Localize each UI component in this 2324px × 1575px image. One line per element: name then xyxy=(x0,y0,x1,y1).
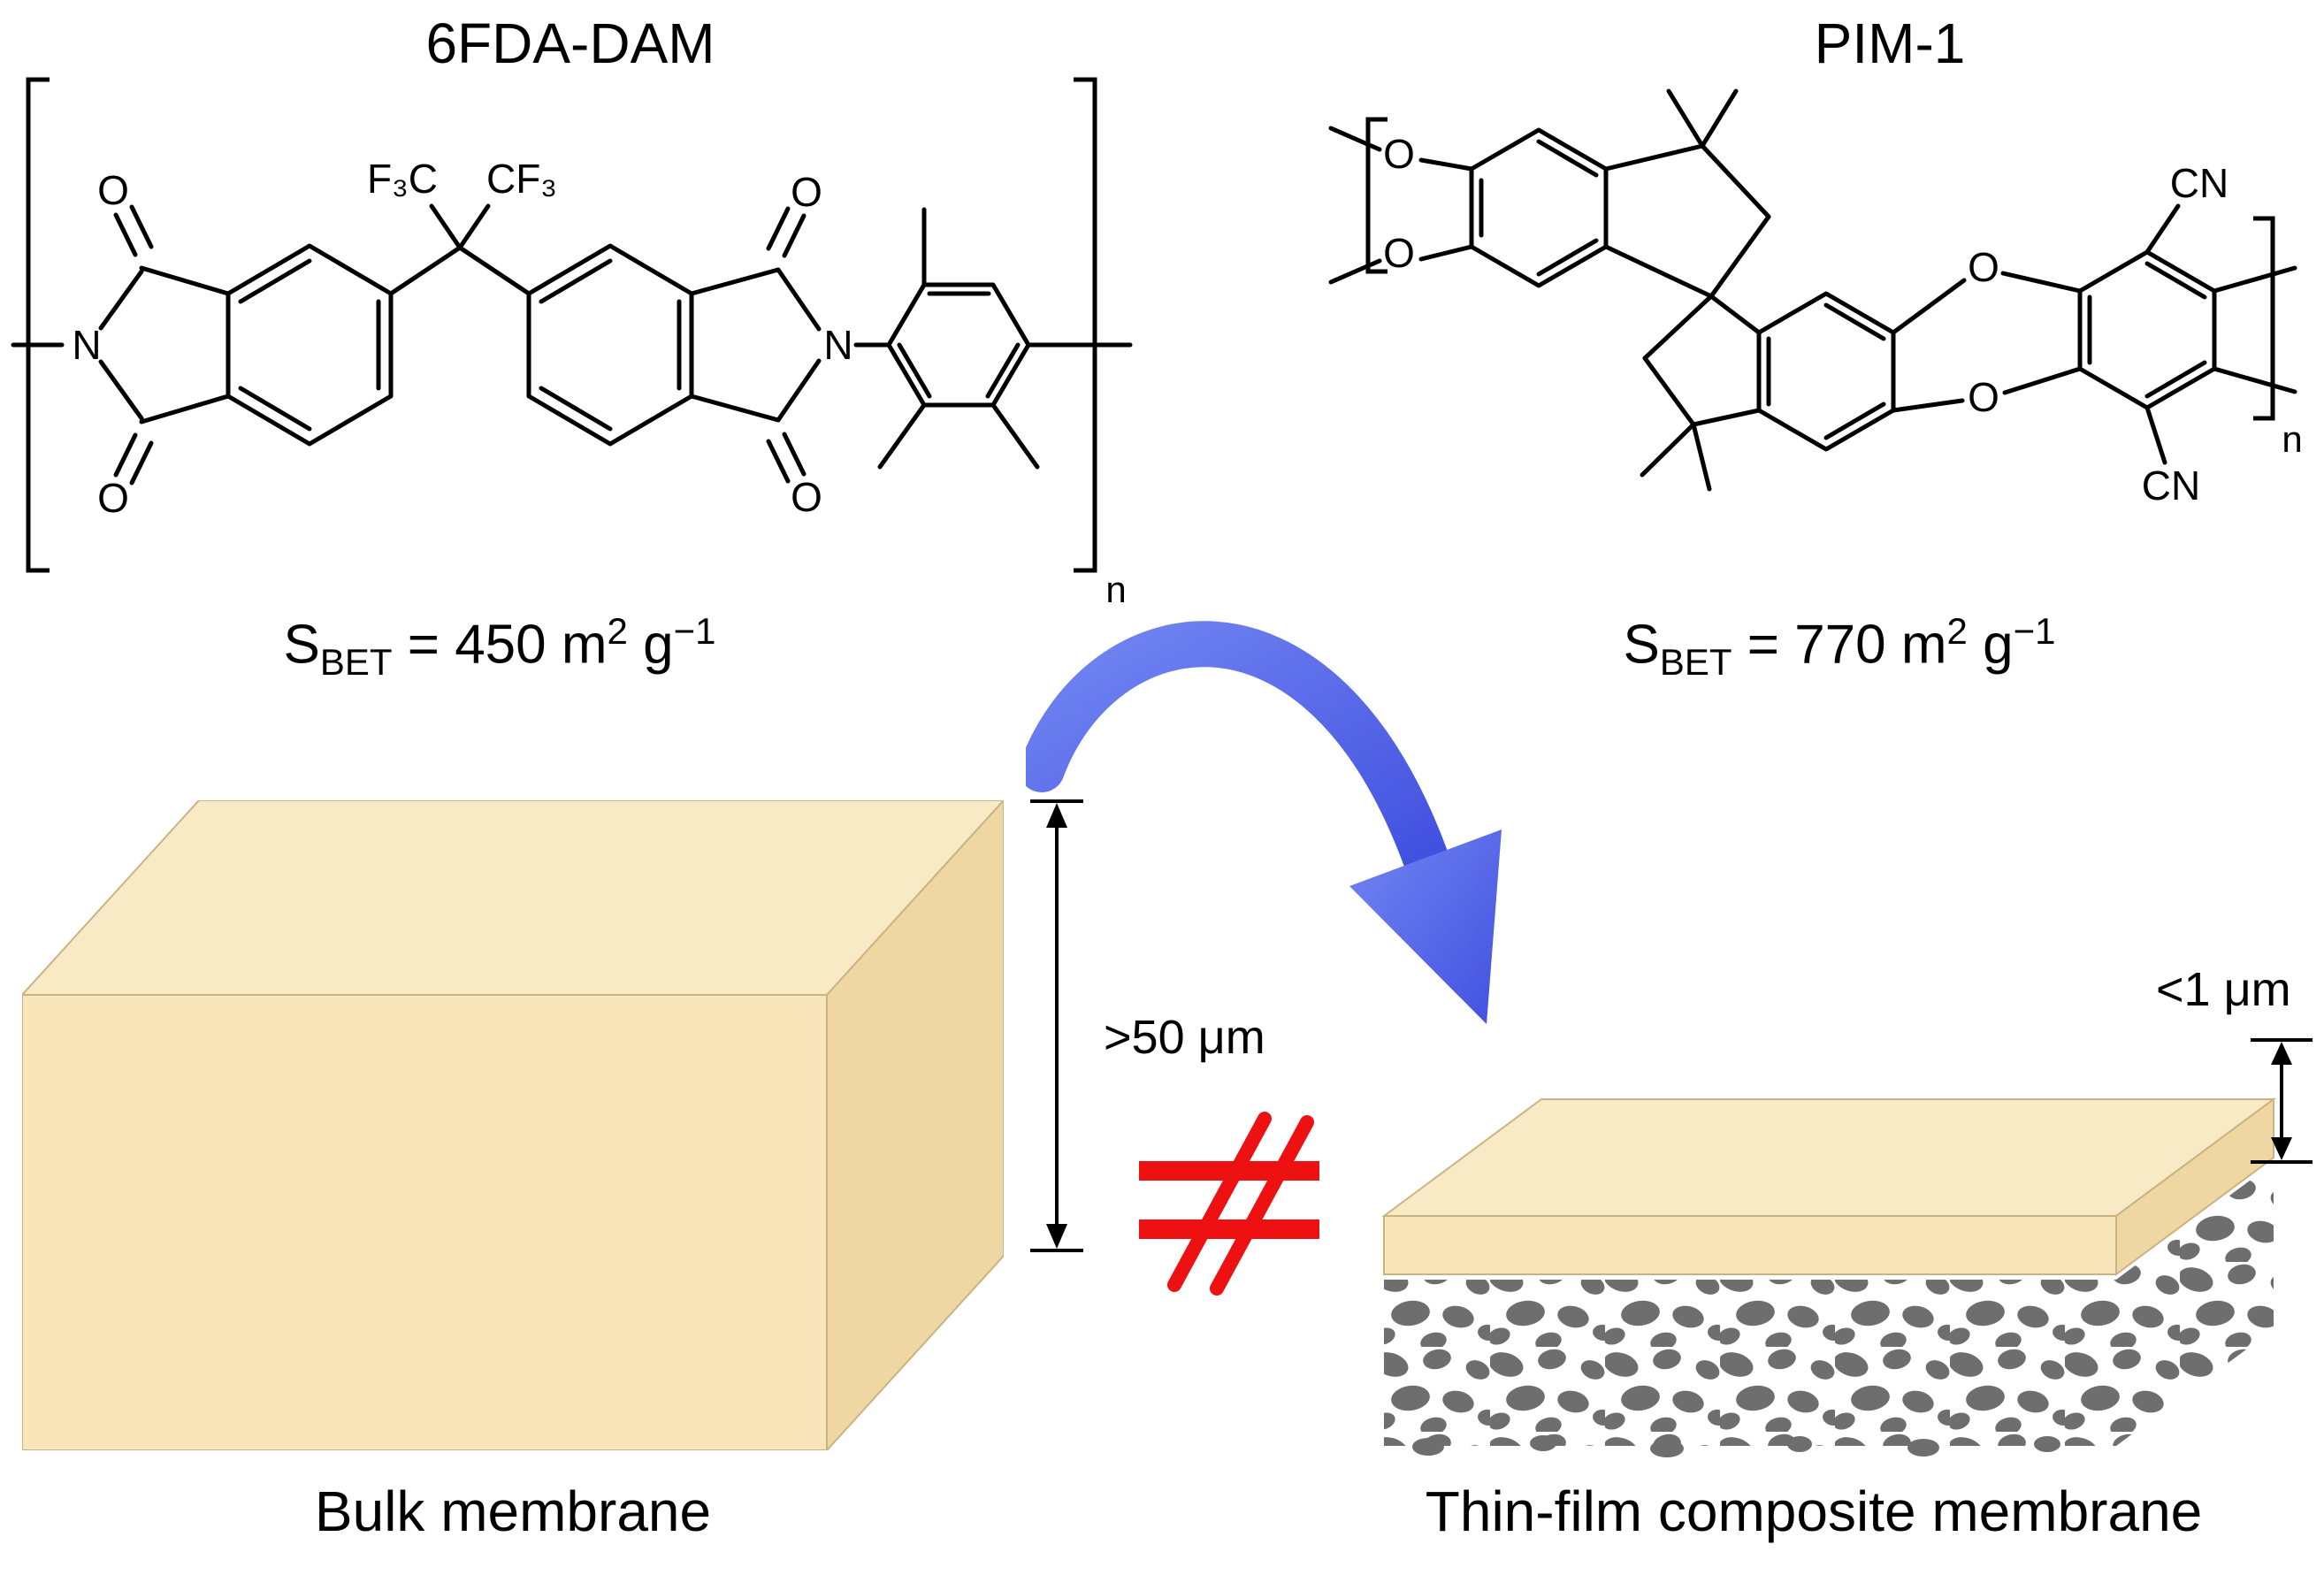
sbet-superscript: −1 xyxy=(2013,610,2056,652)
sbet-unit: g xyxy=(627,614,674,676)
oxygen-label: O xyxy=(791,474,822,520)
bulk-thickness-arrow xyxy=(1030,799,1083,1252)
oxygen-label: O xyxy=(1383,131,1415,177)
sbet-subscript: BET xyxy=(1659,641,1732,684)
sbet-superscript: 2 xyxy=(1946,610,1968,652)
sbet-unit: g xyxy=(1967,614,2014,676)
atom-labels: O O O O CN CN n xyxy=(1383,131,2303,508)
sbet-symbol: S xyxy=(1623,614,1660,676)
sbet-6fda-dam: SBET = 450 m2 g−1 xyxy=(57,610,942,684)
tfc-membrane-label: Thin-film composite membrane xyxy=(1425,1479,2203,1543)
transfer-arrow-shaft xyxy=(1026,621,1449,881)
repeat-n-label: n xyxy=(1105,569,1126,610)
nitrogen-label: N xyxy=(823,322,852,368)
sbet-subscript: BET xyxy=(319,641,393,684)
oxygen-label: O xyxy=(97,167,129,213)
nitrogen-label: N xyxy=(72,322,101,368)
support-front-face xyxy=(1384,1280,2116,1446)
bulk-membrane-graphic xyxy=(22,800,1004,1450)
bonds xyxy=(1328,88,2297,492)
atom-labels: O O N F₃C CF₃ O O N n xyxy=(72,156,1126,610)
support-edge-pebbles xyxy=(1412,1435,2060,1457)
repeat-brackets xyxy=(1365,117,2275,421)
transfer-arrow-head xyxy=(1349,830,1502,1024)
sbet-value: = 450 m xyxy=(392,614,608,676)
bulk-membrane-label: Bulk membrane xyxy=(314,1479,712,1543)
film-front-face xyxy=(1383,1215,2117,1275)
not-equal-symbol xyxy=(1139,1112,1319,1296)
bulk-front-face xyxy=(22,994,828,1450)
oxygen-label: O xyxy=(1968,374,1999,420)
sbet-superscript: −1 xyxy=(673,610,716,652)
trifluoromethyl-label: F₃C xyxy=(367,156,438,202)
nitrile-label: CN xyxy=(2170,160,2228,206)
oxygen-label: O xyxy=(1383,230,1415,276)
sbet-symbol: S xyxy=(283,614,320,676)
sbet-value: = 770 m xyxy=(1732,614,1947,676)
6fda-dam-structure: O O N F₃C CF₃ O O N n xyxy=(11,77,1133,610)
nitrile-label: CN xyxy=(2142,463,2200,508)
pim-1-structure: O O O O CN CN n xyxy=(1328,88,2303,508)
repeat-brackets xyxy=(26,77,1097,573)
oxygen-label: O xyxy=(791,169,822,215)
tfc-thickness-arrow xyxy=(2251,1038,2313,1164)
trifluoromethyl-label: CF₃ xyxy=(486,156,557,202)
tfc-thickness-label: <1 μm xyxy=(2156,963,2291,1016)
bonds xyxy=(11,203,1133,485)
bulk-thickness-label: >50 μm xyxy=(1104,1011,1265,1064)
oxygen-label: O xyxy=(97,475,129,521)
sbet-pim-1: SBET = 770 m2 g−1 xyxy=(1397,610,2282,684)
oxygen-label: O xyxy=(1968,244,1999,290)
title-pim-1: PIM-1 xyxy=(1814,11,1966,75)
repeat-n-label: n xyxy=(2282,418,2302,460)
tfc-membrane-graphic xyxy=(1380,1097,2277,1457)
sbet-superscript: 2 xyxy=(607,610,628,652)
title-6fda-dam: 6FDA-DAM xyxy=(425,11,715,75)
transfer-arrow xyxy=(1026,621,1502,1024)
support-side-face xyxy=(2116,1163,2274,1446)
